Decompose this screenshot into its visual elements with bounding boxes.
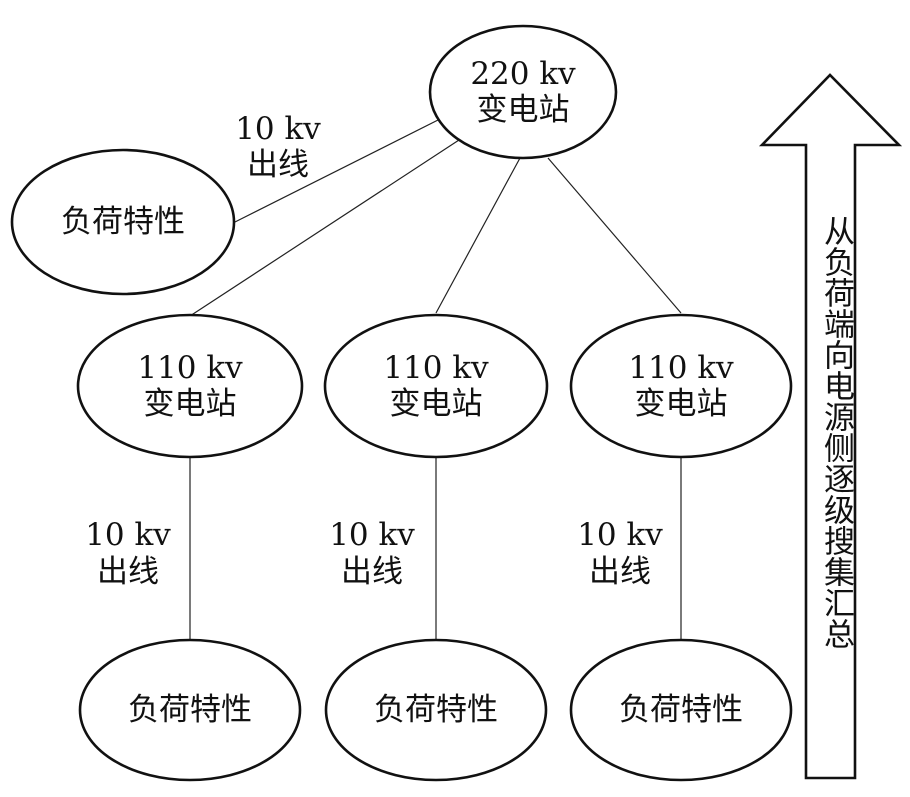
top-station-name: 变电站 bbox=[477, 92, 570, 128]
link-top-to-110kv-2 bbox=[435, 157, 521, 314]
link-top-to-top-load bbox=[234, 117, 443, 223]
branch-3-load-label: 负荷特性 bbox=[619, 692, 743, 728]
branch-2-load-label: 负荷特性 bbox=[374, 692, 498, 728]
top-feeder-name: 出线 bbox=[247, 147, 309, 183]
node-load-1 bbox=[78, 638, 302, 782]
branch-2-feeder-name: 出线 bbox=[341, 554, 403, 590]
node-load-3 bbox=[569, 638, 793, 782]
node-top-load bbox=[10, 148, 236, 296]
branch-2-station-name: 变电站 bbox=[390, 386, 483, 422]
top-station-voltage: 220 kv bbox=[470, 56, 576, 92]
branch-1-feeder-voltage: 10 kv bbox=[85, 517, 171, 553]
node-load-2 bbox=[324, 638, 548, 782]
branch-3-feeder-name: 出线 bbox=[589, 554, 651, 590]
node-220kv-station bbox=[428, 24, 618, 160]
arrow-caption: 从负荷端向电源侧逐级搜集汇总 bbox=[818, 215, 854, 649]
branch-1-feeder-name: 出线 bbox=[97, 554, 159, 590]
branch-1-station-voltage: 110 kv bbox=[137, 350, 243, 386]
upward-arrow-icon bbox=[758, 73, 903, 780]
branch-2-feeder-voltage: 10 kv bbox=[329, 517, 415, 553]
branch-3-station-voltage: 110 kv bbox=[628, 350, 734, 386]
node-110kv-station-3 bbox=[569, 313, 793, 459]
branch-3-station-name: 变电站 bbox=[635, 386, 728, 422]
node-110kv-station-2 bbox=[323, 313, 549, 459]
branch-1-station-name: 变电站 bbox=[144, 386, 237, 422]
node-110kv-station-1 bbox=[76, 313, 304, 459]
branch-1-load-label: 负荷特性 bbox=[128, 692, 252, 728]
branch-3-feeder-voltage: 10 kv bbox=[577, 517, 663, 553]
link-top-to-110kv-1 bbox=[189, 139, 460, 317]
top-load-label: 负荷特性 bbox=[61, 204, 185, 240]
branch-2-station-voltage: 110 kv bbox=[383, 350, 489, 386]
top-feeder-voltage: 10 kv bbox=[235, 111, 321, 147]
link-top-to-110kv-3 bbox=[547, 157, 682, 314]
